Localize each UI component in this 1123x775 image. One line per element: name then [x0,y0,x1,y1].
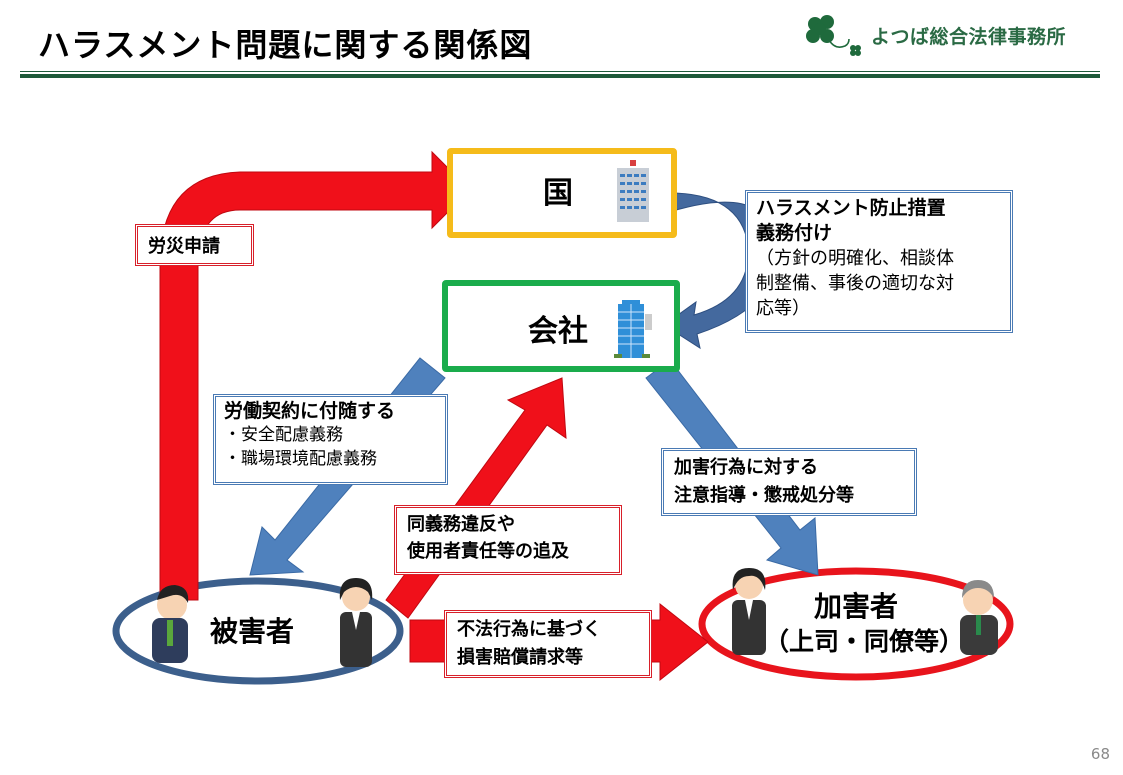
labor-contract-title: 労働契約に付随する [224,400,396,422]
angry-boss-icon [960,580,998,655]
laughing-woman-icon [732,568,766,655]
labor-contract-label: 労働契約に付随する ・安全配慮義務 ・職場環境配慮義務 [213,394,448,485]
header-divider-thick [20,74,1100,78]
perpetrator-label: 加害者 [814,590,899,623]
company-node: 会社 [442,280,680,372]
damages-line-2: 損害賠償請求等 [457,647,583,668]
perpetrator-ellipse [698,567,1014,681]
page-title: ハラスメント問題に関する関係図 [38,26,533,64]
labor-contract-item-1: ・安全配慮義務 [224,425,343,445]
prevention-duty-title-1: ハラスメント防止措置 [756,197,946,219]
office-building-icon [614,300,652,358]
rousai-label: 労災申請 [135,224,254,266]
firm-name: よつば総合法律事務所 [871,25,1067,48]
government-building-icon [617,160,649,222]
prevention-duty-label: ハラスメント防止措置 義務付け （方針の明確化、相談体 制整備、事後の適切な対 … [745,190,1013,333]
state-label: 国 [543,176,573,211]
liability-line-2: 使用者責任等の追及 [407,541,569,562]
discipline-line-2: 注意指導・懲戒処分等 [674,485,854,506]
victim-label: 被害者 [210,615,295,648]
firm-logo: よつば総合法律事務所 [803,12,1066,58]
discipline-line-1: 加害行為に対する [674,457,818,478]
header-divider-thin [20,71,1100,72]
distressed-man-icon [152,585,189,663]
damages-line-1: 不法行為に基づく [457,619,601,640]
prevention-duty-detail-2: 制整備、事後の適切な対 [756,273,954,294]
page-number: 68 [1090,745,1110,763]
liability-label: 同義務違反や 使用者責任等の追及 [394,505,622,575]
rousai-label-text: 労災申請 [148,236,220,257]
clover-icon [806,15,861,56]
prevention-duty-detail-3: 応等） [756,298,810,319]
labor-contract-item-2: ・職場環境配慮義務 [224,449,377,469]
state-node: 国 [447,148,677,238]
prevention-duty-detail-1: （方針の明確化、相談体 [756,248,954,269]
liability-line-1: 同義務違反や [407,514,515,535]
prevention-duty-title-2: 義務付け [756,222,833,244]
company-label: 会社 [528,314,588,349]
damages-label: 不法行為に基づく 損害賠償請求等 [444,610,652,678]
perpetrator-sublabel: （上司・同僚等） [764,627,965,656]
distressed-woman-icon [339,578,373,667]
discipline-label: 加害行為に対する 注意指導・懲戒処分等 [661,448,917,516]
